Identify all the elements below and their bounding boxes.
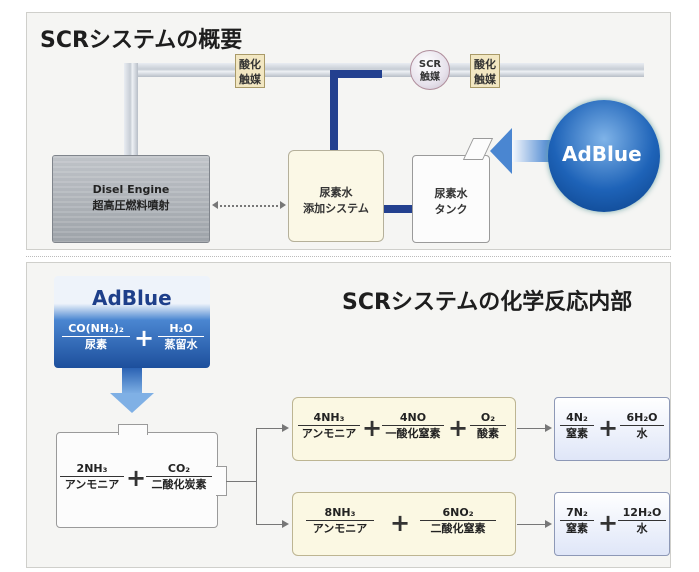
ammonia-term: 2NH₃ アンモニア: [60, 462, 124, 492]
eq1-ammonia: 4NH₃ アンモニア: [298, 411, 360, 441]
panel-divider: [26, 256, 671, 257]
plus-sign: +: [126, 464, 147, 492]
urea-term: CO(NH₂)₂ 尿素: [62, 322, 130, 352]
adblue-logo-bottom: AdBlue: [92, 286, 172, 310]
diesel-engine: Disel Engine 超高圧燃料噴射: [52, 155, 210, 243]
eq1-oxygen: O₂ 酸素: [470, 411, 506, 441]
plus-sign: +: [448, 414, 469, 442]
eq2-nitrogen: 7N₂ 窒素: [560, 506, 594, 536]
adblue-logo-text-top: AdBlue: [562, 142, 642, 166]
refill-arrow: [510, 140, 550, 162]
eq2-ammonia: 8NH₃ アンモニア: [306, 506, 374, 536]
plus-sign: +: [362, 414, 383, 442]
co2-term: CO₂ 二酸化炭素: [146, 462, 212, 492]
control-link-arrow-right: [280, 201, 286, 209]
plus-sign: +: [134, 324, 155, 352]
eq2-nitrogen-dioxide: 6NO₂ 二酸化窒素: [420, 506, 496, 536]
reaction-2-arrow: [517, 524, 547, 525]
reaction-2-arrowhead: [545, 520, 552, 528]
reaction-1-products: [554, 397, 670, 461]
plus-sign: +: [598, 414, 619, 442]
reaction-1-box: [292, 397, 516, 461]
exhaust-pipe-down: [124, 63, 138, 155]
plus-sign: +: [390, 509, 411, 537]
oxidation-catalyst-right: 酸化触媒: [470, 54, 500, 88]
adblue-solution-box: [54, 276, 210, 368]
branch-bottom-arrow: [282, 520, 289, 528]
refill-arrowhead: [490, 128, 512, 174]
branch-vertical: [256, 428, 257, 524]
hydrolysis-box-inlet: [118, 424, 148, 435]
decompose-arrowhead: [110, 393, 154, 413]
water-term: H₂O 蒸留水: [158, 322, 204, 352]
exhaust-pipe-top: [124, 63, 644, 77]
branch-stub: [226, 481, 256, 482]
reaction-2-products: [554, 492, 670, 556]
urea-injection-line-h: [330, 70, 382, 78]
control-link: [216, 205, 282, 207]
reaction-1-arrowhead: [545, 424, 552, 432]
decompose-arrow: [122, 368, 142, 394]
chemistry-title: SCRシステムの化学反応内部: [342, 290, 633, 315]
overview-title: SCRシステムの概要: [40, 28, 243, 53]
urea-injection-line-v: [330, 70, 338, 152]
reaction-1-arrow: [517, 428, 547, 429]
branch-top-arrow: [282, 424, 289, 432]
urea-dosing-system: 尿素水 添加システム: [288, 150, 384, 242]
reaction-2-box: [292, 492, 516, 556]
control-link-arrow-left: [212, 201, 218, 209]
oxidation-catalyst-left: 酸化触媒: [235, 54, 265, 88]
eq1-water: 6H₂O 水: [620, 411, 664, 441]
eq1-nitric-oxide: 4NO 一酸化窒素: [382, 411, 444, 441]
eq2-water: 12H₂O 水: [618, 506, 666, 536]
urea-feed-line: [384, 205, 414, 213]
adblue-logo-top: [548, 100, 660, 212]
branch-bottom: [256, 524, 284, 525]
plus-sign: +: [598, 509, 619, 537]
eq1-nitrogen: 4N₂ 窒素: [560, 411, 594, 441]
urea-tank: 尿素水 タンク: [412, 155, 490, 243]
branch-top: [256, 428, 284, 429]
